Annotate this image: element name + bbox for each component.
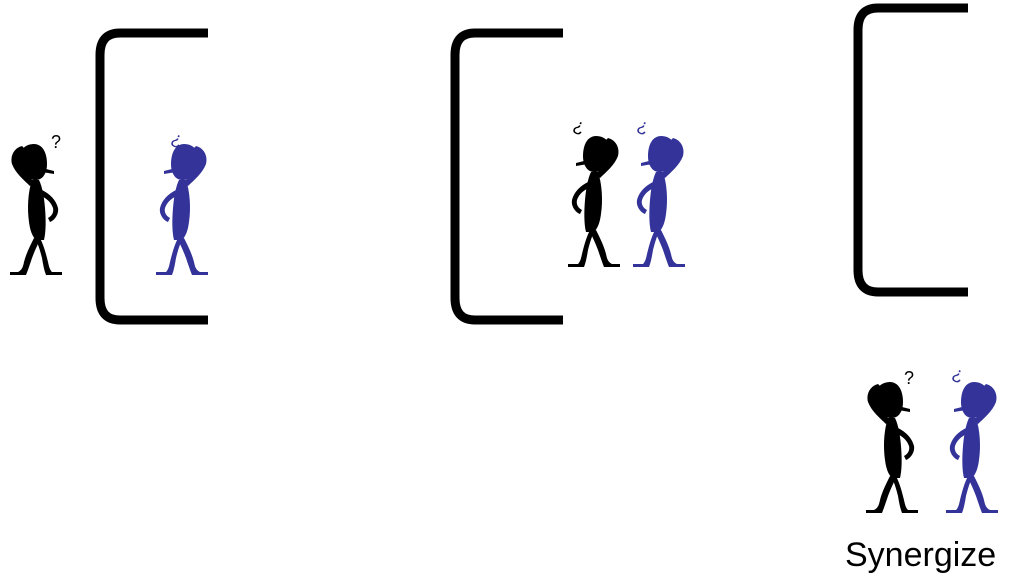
thinker-figure-black-3: [866, 382, 918, 513]
synergize-caption: Synergize: [845, 535, 996, 575]
thinker-figure-blue-2: [633, 136, 685, 267]
thinker-figure-blue-3: [946, 382, 998, 513]
panel-1: ? ?: [10, 33, 208, 320]
bracket-wall-3: [858, 8, 968, 292]
question-mark-black-3: ?: [904, 368, 914, 388]
thinker-figure-blue-1: [156, 144, 208, 275]
panel-2: ? ?: [455, 33, 685, 320]
bracket-wall-2: [455, 33, 563, 320]
question-mark-black-2: ?: [571, 117, 587, 139]
thinker-figure-black-2: [568, 136, 620, 267]
thinker-figure-black-1: [10, 144, 62, 275]
question-mark-blue-2: ?: [635, 117, 651, 139]
panel-3: ? ?: [858, 8, 998, 513]
question-mark-black-1: ?: [51, 132, 61, 152]
question-mark-blue-3: ?: [950, 365, 966, 387]
